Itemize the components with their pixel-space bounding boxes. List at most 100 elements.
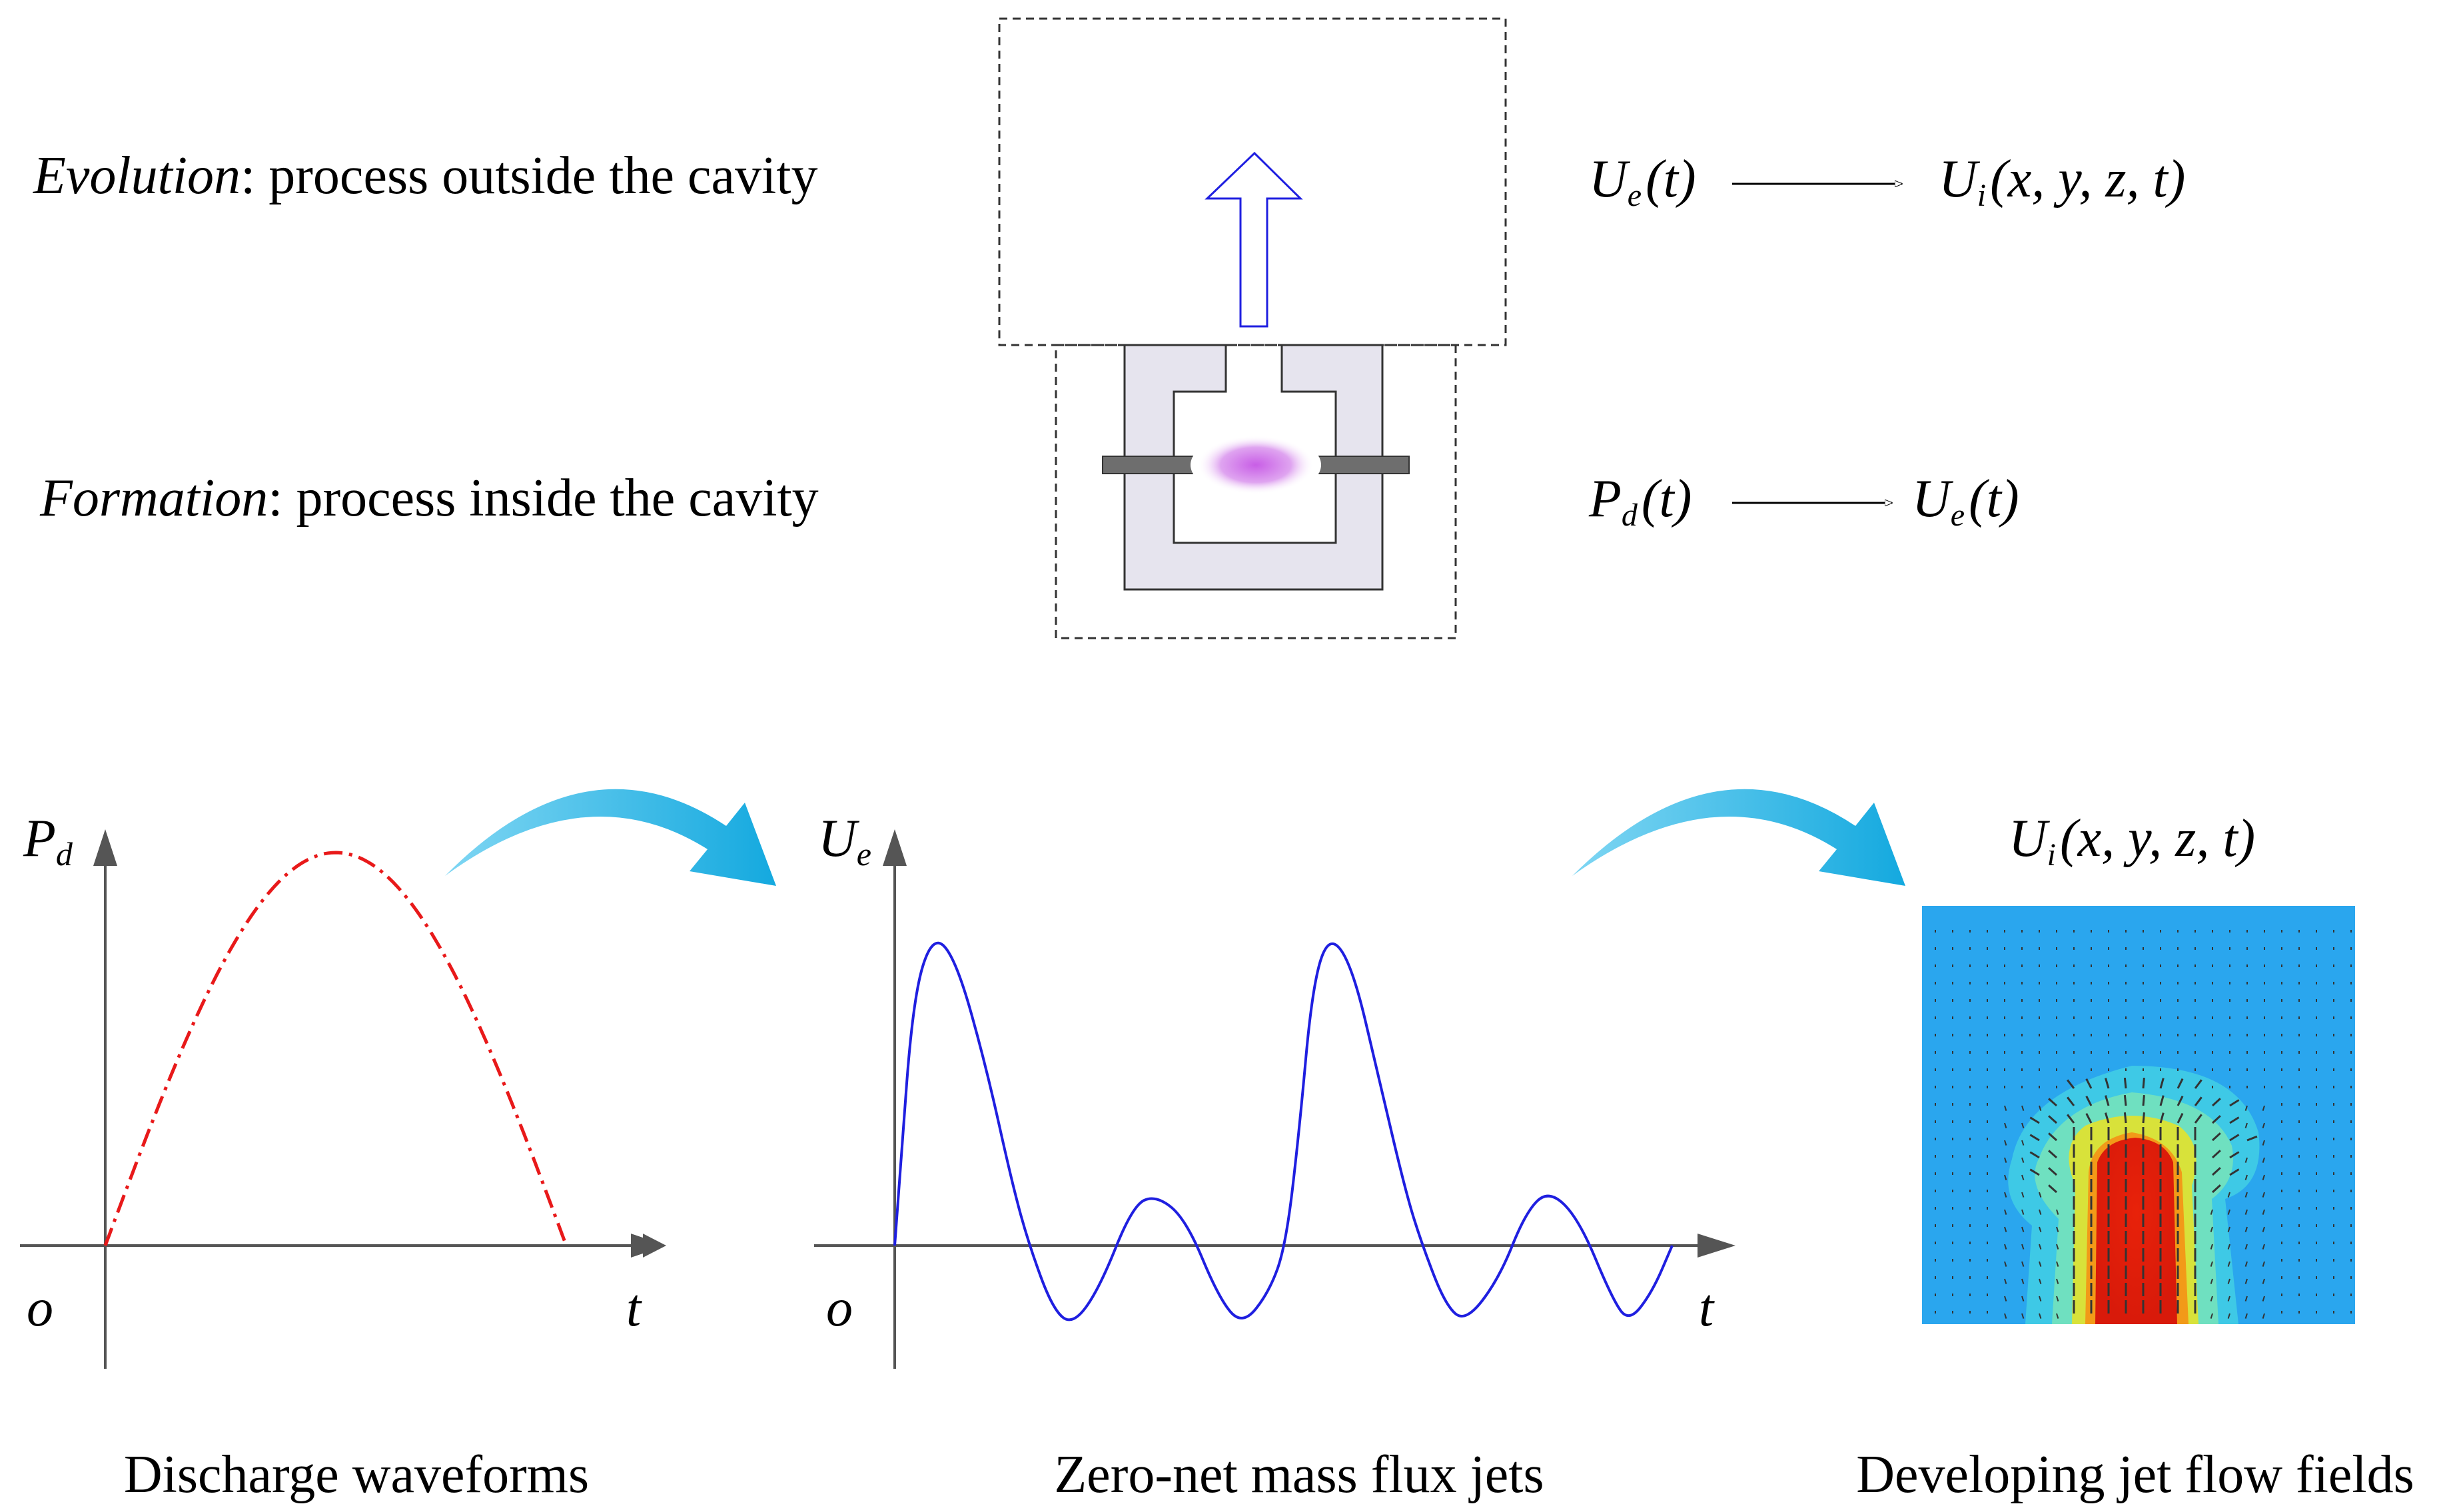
curved-arrow-icon — [445, 789, 776, 886]
velocity-vector — [2056, 1209, 2059, 1215]
velocity-vector — [2244, 1226, 2248, 1232]
flow-field-image — [1922, 906, 2355, 1324]
formation-equation: Pd(t) Ue(t) — [1588, 470, 2019, 533]
velocity-vector — [2246, 1135, 2258, 1142]
velocity-vector — [2244, 1192, 2248, 1198]
velocity-vector — [2262, 1105, 2265, 1111]
discharge-curve — [103, 851, 568, 1246]
velocity-vector — [2056, 1226, 2059, 1232]
velocity-vector — [2021, 1192, 2025, 1198]
velocity-vector — [2039, 1278, 2042, 1284]
velocity-vector — [2227, 1209, 2230, 1215]
velocity-vector — [2211, 1167, 2221, 1176]
velocity-vectors — [1935, 930, 2352, 1319]
velocity-vector — [2029, 1151, 2040, 1159]
velocity-vector — [2004, 1192, 2007, 1198]
velocity-vector — [2227, 1261, 2230, 1267]
velocity-vector — [2004, 1157, 2007, 1163]
formation-label: Formation: process inside the cavity — [39, 469, 819, 528]
velocity-vector — [2262, 1192, 2265, 1198]
velocity-vector — [2227, 1278, 2230, 1284]
velocity-vector — [2085, 1113, 2093, 1124]
velocity-vector — [2004, 1105, 2007, 1111]
cavity-schematic — [998, 17, 1507, 639]
velocity-vector — [2021, 1122, 2025, 1128]
velocity-vector — [2021, 1140, 2025, 1146]
velocity-vector — [2123, 1112, 2127, 1124]
velocity-vector — [2177, 1112, 2184, 1124]
plasma-glow-icon — [1197, 436, 1314, 494]
cavity-body — [1123, 344, 1384, 591]
velocity-vector — [2021, 1105, 2025, 1111]
velocity-vector — [2004, 1226, 2007, 1232]
curved-arrow-icon — [1572, 789, 1905, 886]
velocity-vector — [2021, 1313, 2025, 1319]
velocity-vector — [2211, 1098, 2221, 1107]
velocity-vector — [2039, 1261, 2042, 1267]
velocity-vector — [2029, 1116, 2040, 1124]
velocity-vector — [2262, 1209, 2265, 1215]
velocity-vector — [2210, 1261, 2213, 1267]
velocity-vector — [2067, 1114, 2075, 1124]
velocity-vector — [2211, 1115, 2221, 1124]
velocity-vector — [2159, 1112, 2165, 1124]
velocity-vector — [2244, 1157, 2248, 1163]
velocity-vector — [2004, 1313, 2007, 1319]
velocity-vector — [2194, 1114, 2202, 1124]
velocity-vector — [2039, 1296, 2042, 1302]
velocity-vector — [2004, 1296, 2007, 1302]
velocity-vector — [2142, 1112, 2145, 1124]
velocity-vector — [2244, 1105, 2248, 1111]
velocity-vector — [2067, 1096, 2075, 1106]
velocity-vector — [2039, 1192, 2042, 1198]
velocity-vector — [2021, 1278, 2025, 1284]
velocity-vector — [2244, 1278, 2248, 1284]
svg-text:Ue(t): Ue(t) — [1912, 470, 2019, 533]
velocity-vector — [2029, 1134, 2040, 1142]
velocity-vector — [2056, 1296, 2059, 1302]
velocity-vector — [2048, 1184, 2057, 1194]
velocity-vector — [2244, 1122, 2248, 1128]
velocity-vector — [2244, 1209, 2248, 1215]
velocity-vector — [2039, 1244, 2042, 1250]
velocity-vector — [2039, 1209, 2042, 1215]
velocity-vector — [2159, 1078, 2165, 1089]
velocity-vector — [2004, 1261, 2007, 1267]
velocity-vector — [2039, 1226, 2042, 1232]
velocity-vector — [2262, 1244, 2265, 1250]
velocity-vector — [2244, 1296, 2248, 1302]
velocity-vector — [2142, 1077, 2145, 1089]
velocity-vector — [2048, 1098, 2057, 1107]
velocity-vector — [2210, 1226, 2213, 1232]
velocity-vector — [2229, 1134, 2240, 1142]
velocity-vector — [2262, 1122, 2265, 1128]
jets-caption: Zero-net mass flux jets — [1054, 1445, 1544, 1504]
velocity-vector — [2229, 1116, 2240, 1124]
velocity-vector — [2056, 1278, 2059, 1284]
velocity-vector — [2262, 1313, 2265, 1319]
velocity-vector — [2211, 1184, 2221, 1194]
up-arrow-icon — [1205, 151, 1303, 328]
jet-velocity-curve — [893, 941, 1674, 1322]
svg-text:Ui(x, y, z, t): Ui(x, y, z, t) — [1939, 150, 2185, 213]
outside-region-box — [998, 17, 1507, 346]
velocity-vector — [2004, 1278, 2007, 1284]
origin-label: o — [27, 1279, 53, 1337]
velocity-vector — [2262, 1296, 2265, 1302]
velocity-vector — [2056, 1313, 2059, 1319]
velocity-vector — [2085, 1078, 2093, 1089]
velocity-vector — [2210, 1296, 2213, 1302]
velocity-vector — [2048, 1115, 2057, 1124]
velocity-vector — [2177, 1095, 2184, 1106]
velocity-vector — [2039, 1105, 2042, 1111]
velocity-vector — [2227, 1192, 2230, 1198]
velocity-vector — [2021, 1157, 2025, 1163]
velocity-vector — [2067, 1079, 2075, 1089]
x-axis-label: t — [1699, 1279, 1715, 1337]
velocity-vector — [2056, 1261, 2059, 1267]
velocity-vector — [2048, 1132, 2057, 1142]
svg-text:Ue(t): Ue(t) — [1589, 150, 1696, 213]
velocity-vector — [2085, 1096, 2093, 1106]
velocity-vector — [2210, 1209, 2213, 1215]
